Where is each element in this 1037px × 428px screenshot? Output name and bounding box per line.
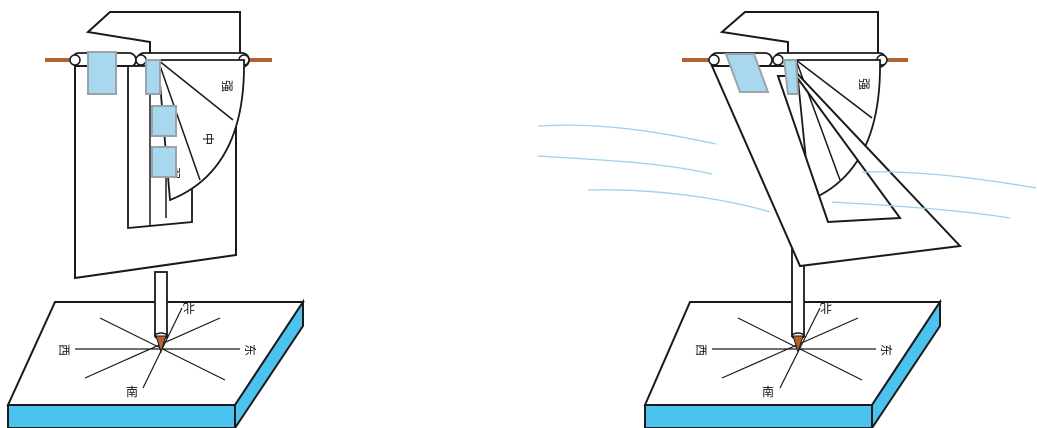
pointer-plate: [88, 12, 240, 55]
tape-clip: [784, 60, 798, 94]
dir-south-label: 南: [126, 384, 138, 399]
pointer-plate: [722, 12, 878, 55]
device-calm: 北 南 东 西 强 中 弱: [8, 12, 303, 428]
tape-clip: [88, 52, 116, 94]
dir-north-label: 北: [820, 301, 832, 315]
scale-medium-label: 中: [201, 133, 216, 145]
dir-east-label: 东: [243, 344, 257, 356]
dir-west-label: 西: [694, 344, 708, 356]
dir-north-label: 北: [183, 301, 195, 315]
base-front: [8, 405, 235, 428]
scale-strong-label: 强: [857, 78, 871, 90]
tape-clip: [146, 60, 160, 94]
tape-clip: [152, 106, 176, 136]
tape-clip: [152, 147, 176, 177]
pole: [155, 272, 167, 336]
dir-west-label: 西: [57, 344, 71, 356]
dir-south-label: 南: [762, 384, 774, 399]
base-front: [645, 405, 872, 428]
dir-east-label: 东: [879, 344, 893, 356]
device-windy: 北 南 东 西 强 中: [538, 12, 1036, 428]
scale-strong-label: 强: [220, 80, 234, 92]
